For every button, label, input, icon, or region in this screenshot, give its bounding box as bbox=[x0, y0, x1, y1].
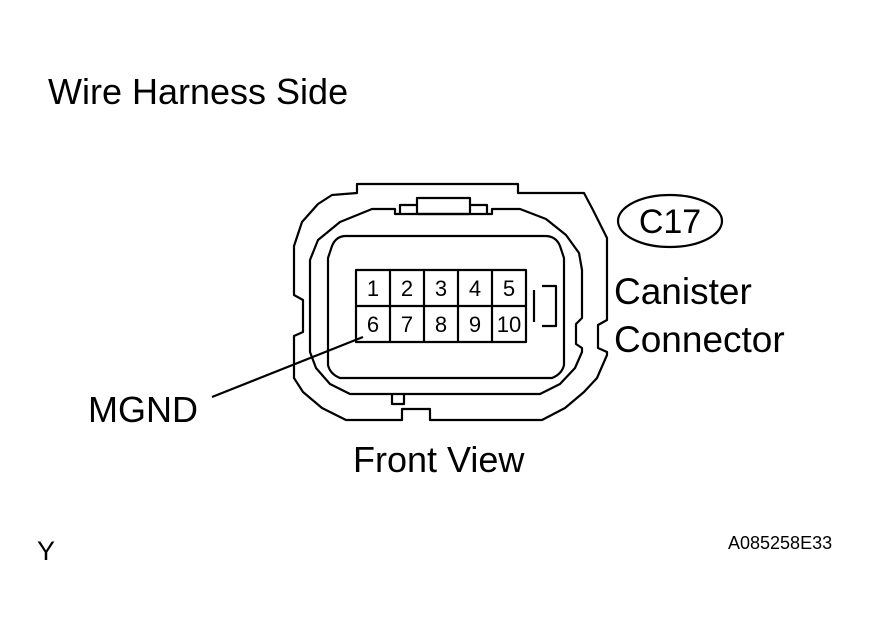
corner-code-left: Y bbox=[37, 536, 56, 566]
connector-code: C17 bbox=[639, 203, 701, 241]
pin-8: 8 bbox=[435, 312, 447, 337]
connector-bottom-tab bbox=[390, 394, 406, 406]
pin-1: 1 bbox=[367, 276, 379, 301]
connector-outer-housing bbox=[292, 182, 609, 422]
pin-3: 3 bbox=[435, 276, 447, 301]
diagram-title: Wire Harness Side bbox=[48, 71, 349, 112]
pin-4: 4 bbox=[469, 276, 481, 301]
pin-10: 10 bbox=[497, 312, 521, 337]
connector-inner-frame bbox=[326, 234, 566, 380]
pin-5: 5 bbox=[503, 276, 515, 301]
connector-name-line1: Canister bbox=[614, 271, 752, 312]
connector-side-key bbox=[542, 284, 558, 328]
pin-9: 9 bbox=[469, 312, 481, 337]
pin-7: 7 bbox=[401, 312, 413, 337]
figure-id: A085258E33 bbox=[728, 533, 833, 553]
connector-inner-outline bbox=[308, 207, 584, 396]
callout-leader-line bbox=[211, 335, 364, 399]
connector-name: Canister Connector bbox=[614, 268, 785, 364]
view-label: Front View bbox=[353, 439, 525, 480]
connector-top-latch bbox=[398, 196, 489, 214]
connector-code-badge bbox=[616, 193, 724, 249]
pin-2: 2 bbox=[401, 276, 413, 301]
pin-grid: 1 2 3 4 5 6 7 8 9 10 bbox=[354, 268, 528, 344]
callout-label: MGND bbox=[88, 389, 198, 430]
pin-6: 6 bbox=[367, 312, 379, 337]
connector-latch-slot bbox=[415, 205, 472, 216]
connector-name-line2: Connector bbox=[614, 319, 785, 360]
